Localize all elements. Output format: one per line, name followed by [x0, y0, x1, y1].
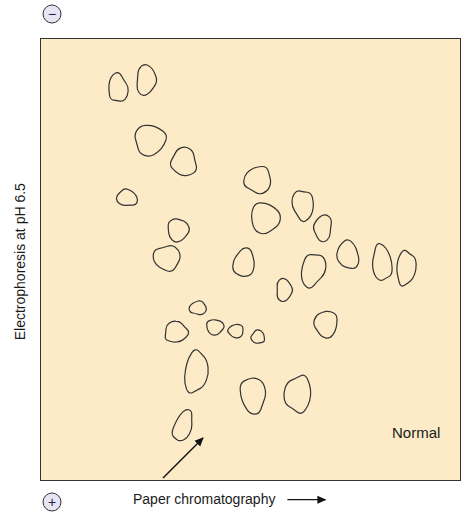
peptide-spot — [231, 246, 257, 278]
peptide-spot — [107, 71, 130, 102]
pointer-arrow — [163, 438, 203, 478]
cathode-sign: − — [43, 5, 61, 23]
peptide-spot — [170, 407, 197, 443]
peptide-spot — [312, 214, 332, 242]
peptide-spot — [277, 278, 292, 301]
peptide-spot — [314, 311, 337, 338]
peptide-spot — [153, 246, 180, 272]
peptide-spot — [239, 377, 267, 415]
peptide-spot — [251, 330, 265, 343]
peptide-spot — [333, 238, 361, 272]
axis-title: Paper chromatography — [133, 492, 275, 507]
peptide-spot — [182, 349, 211, 395]
peptide-spots — [107, 64, 418, 443]
peptide-spot — [129, 121, 168, 160]
condition-label: Normal — [392, 425, 440, 442]
peptide-spot — [165, 321, 188, 342]
peptide-spot — [282, 374, 312, 414]
peptide-spot — [395, 250, 417, 287]
peptide-spot — [371, 243, 393, 281]
peptide-spot — [248, 198, 284, 236]
peptide-spot — [189, 301, 206, 315]
peptide-spot — [296, 251, 330, 292]
paper-sheet — [41, 39, 461, 481]
anode-circle — [43, 493, 61, 511]
direction-arrow — [287, 499, 325, 500]
peptide-spot — [136, 64, 158, 96]
peptide-spot — [207, 320, 224, 335]
peptide-spot — [168, 219, 189, 242]
peptide-spot — [228, 324, 243, 338]
axis-title: Electrophoresis at pH 6.5 — [13, 183, 28, 340]
peptide-spot — [241, 162, 274, 196]
anode-sign: + — [43, 493, 61, 511]
peptide-spot — [168, 146, 198, 179]
peptide-spot — [290, 189, 316, 223]
cathode-circle — [43, 5, 61, 23]
peptide-spot — [115, 188, 139, 208]
